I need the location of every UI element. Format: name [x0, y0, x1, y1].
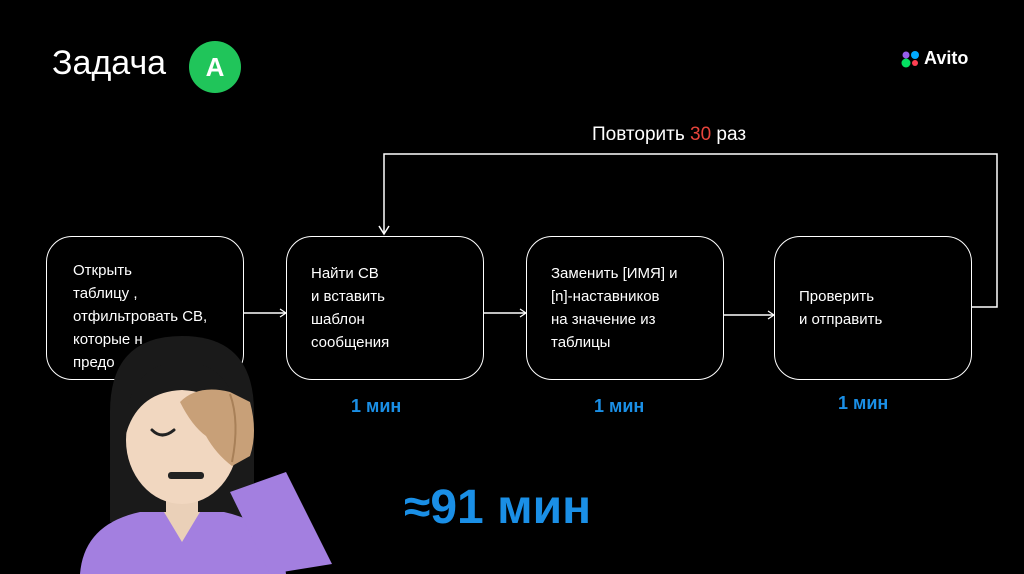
step-time-2: 1 мин: [351, 396, 402, 416]
loop-arrow: [383, 153, 998, 308]
facepalm-person-icon: [80, 336, 332, 574]
slide-title: Задача: [52, 44, 167, 82]
step-text-3: Заменить [ИМЯ] и [n]-наставников на знач…: [551, 265, 678, 351]
task-badge: A: [189, 41, 241, 93]
step-text-4: Проверить и отправить: [799, 288, 883, 328]
step-box-3: Заменить [ИМЯ] и [n]-наставников на знач…: [526, 236, 724, 380]
loop-label-suffix: раз: [711, 124, 747, 145]
step-box-1: Открыть таблицу , отфильтровать СВ, кото…: [46, 236, 244, 380]
avito-logo: Avito: [901, 48, 968, 69]
logo-text: Avito: [924, 48, 969, 68]
loop-label-prefix: Повторить: [592, 124, 691, 145]
step-time-4: 1 мин: [838, 393, 889, 413]
avito-logo-icon: [901, 50, 919, 67]
loop-count: 30: [690, 124, 712, 145]
loop-label: Повторить 30 раз: [592, 124, 746, 146]
step-box-4: Проверить и отправить: [774, 236, 972, 380]
step-text-2: Найти СВ и вставить шаблон сообщения: [311, 265, 390, 351]
step-time-3: 1 мин: [594, 396, 645, 416]
step-text-1: Открыть таблицу , отфильтровать СВ, кото…: [73, 262, 208, 371]
step-box-2: Найти СВ и вставить шаблон сообщения: [286, 236, 484, 380]
total-time: ≈91 мин: [404, 481, 592, 534]
loop-arrowhead: [378, 225, 390, 236]
